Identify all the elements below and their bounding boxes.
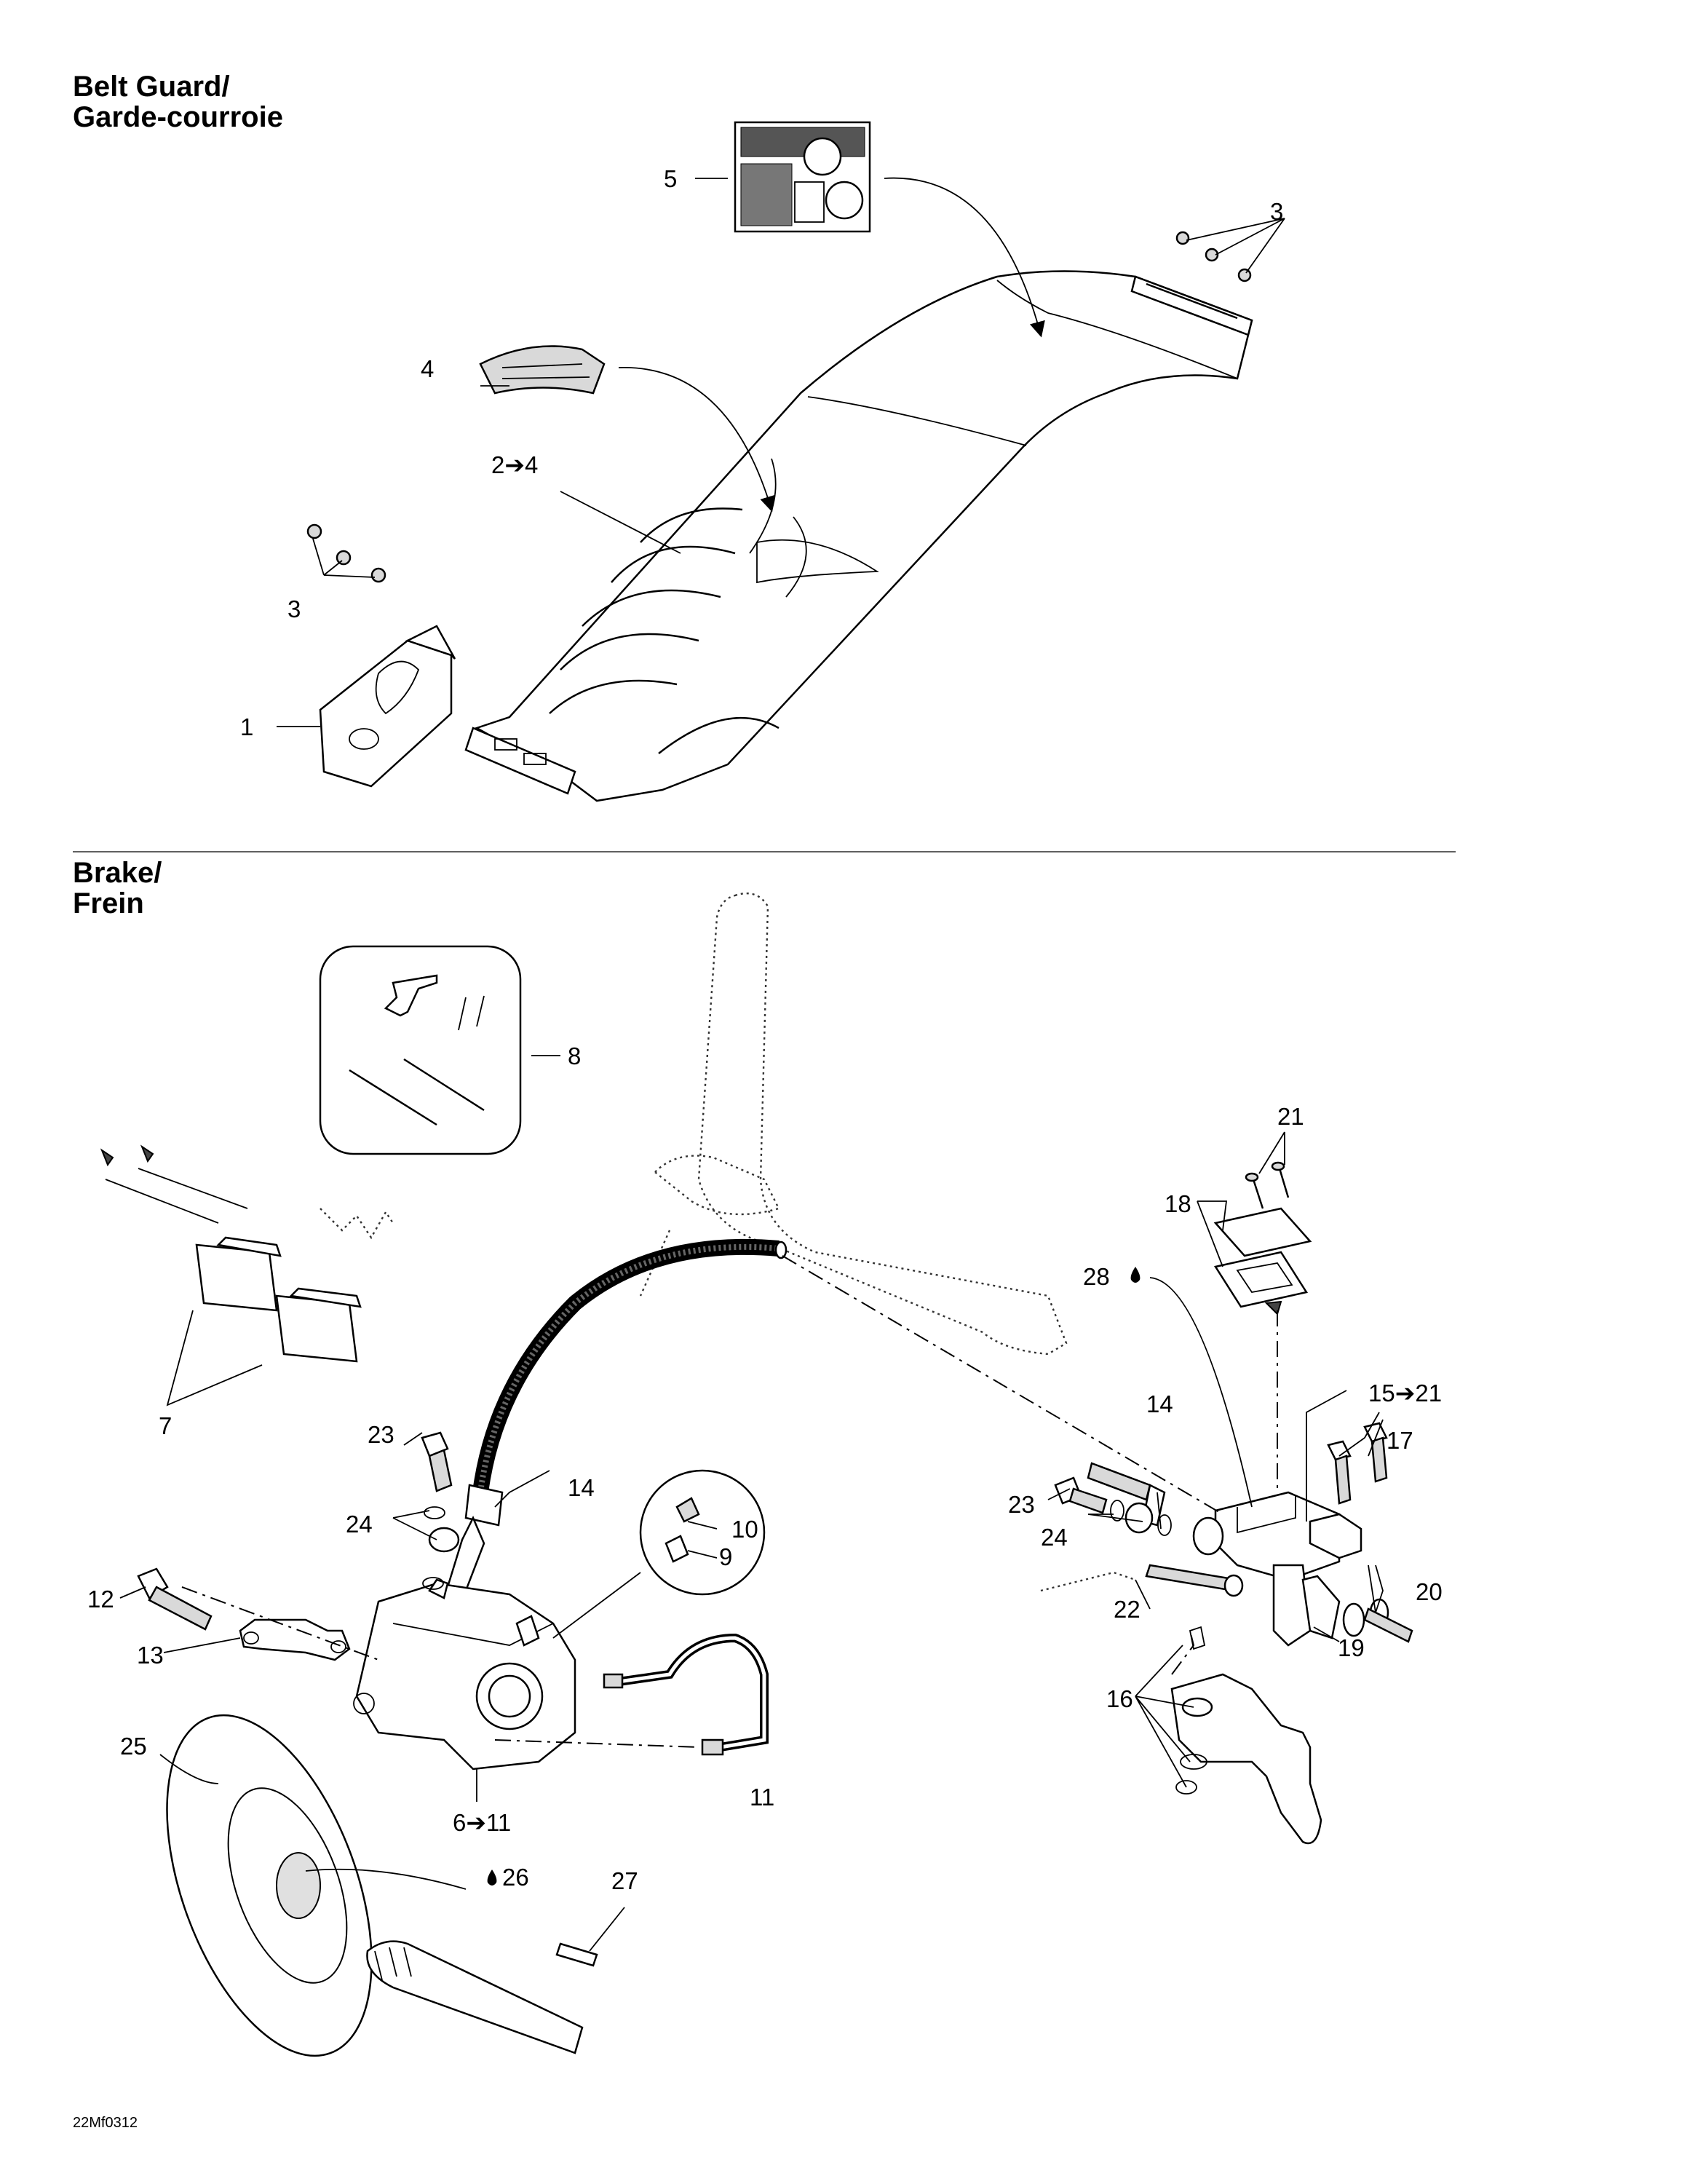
callout-2-4: 2➔4 bbox=[491, 451, 538, 478]
brake-hose-part-14 bbox=[446, 1238, 788, 1592]
screws-part-17 bbox=[1327, 1422, 1388, 1505]
nuts-part-3-left bbox=[306, 523, 386, 583]
callout-7: 7 bbox=[159, 1412, 172, 1439]
callout-22: 22 bbox=[1114, 1596, 1140, 1623]
belt-guard-leaders bbox=[277, 177, 1285, 727]
callout-6-11: 6➔11 bbox=[453, 1809, 511, 1836]
callout-19: 19 bbox=[1338, 1634, 1365, 1661]
callout-12: 12 bbox=[87, 1586, 114, 1613]
callout-labels: 1 2➔4 3 3 4 5 6➔11 7 8 9 10 11 12 13 14 … bbox=[87, 165, 1443, 1894]
callout-28: 28 bbox=[1083, 1263, 1110, 1290]
brake-leaders bbox=[119, 1055, 1384, 1952]
belt-guard-title: Belt Guard/ Garde-courroie bbox=[73, 71, 283, 132]
drop-icon-26 bbox=[487, 1870, 497, 1886]
screws-part-21 bbox=[1245, 1161, 1290, 1209]
callout-10: 10 bbox=[731, 1516, 758, 1543]
callout-25: 25 bbox=[120, 1733, 147, 1760]
callout-5: 5 bbox=[664, 165, 677, 192]
callout-24-right: 24 bbox=[1041, 1524, 1068, 1551]
callout-14-left: 14 bbox=[568, 1474, 595, 1501]
callout-27: 27 bbox=[611, 1867, 638, 1894]
brake-line-part-11 bbox=[603, 1633, 769, 1756]
callout-15-21: 15➔21 bbox=[1368, 1380, 1442, 1406]
inset-bleeder-parts bbox=[552, 1469, 766, 1639]
brake-title-line1: Brake/ bbox=[73, 857, 162, 889]
callout-14-right: 14 bbox=[1146, 1390, 1173, 1417]
key-part-27 bbox=[555, 1942, 598, 1967]
banjo-bolt-part-23-left bbox=[421, 1431, 460, 1590]
guard-bracket-part-1 bbox=[319, 625, 456, 788]
brake-pads-part-7 bbox=[195, 1236, 362, 1363]
drawing-code: 22Mf0312 bbox=[73, 2115, 138, 2131]
brake-caliper-part-6 bbox=[353, 1578, 576, 1770]
callout-24-left: 24 bbox=[346, 1511, 373, 1538]
callout-26: 26 bbox=[502, 1864, 529, 1891]
callout-20: 20 bbox=[1416, 1578, 1443, 1605]
callout-21: 21 bbox=[1277, 1103, 1304, 1130]
bolt-part-12 bbox=[137, 1567, 213, 1631]
banjo-bolt-part-23-right bbox=[1054, 1476, 1172, 1536]
callout-4: 4 bbox=[421, 355, 434, 382]
callout-8: 8 bbox=[568, 1042, 581, 1069]
brake-title: Brake/ Frein bbox=[73, 858, 162, 919]
inset-kit-part-8 bbox=[319, 945, 522, 1155]
drop-icon-28 bbox=[1130, 1267, 1140, 1283]
callout-16: 16 bbox=[1106, 1685, 1133, 1712]
pins-springs-left bbox=[100, 1144, 394, 1240]
belt-guard-cover bbox=[464, 270, 1253, 802]
callout-9: 9 bbox=[719, 1543, 732, 1570]
brake-title-line2: Frein bbox=[73, 887, 144, 919]
pivot-parts-part-20 bbox=[1342, 1598, 1413, 1643]
decal-part-4 bbox=[479, 345, 606, 395]
callout-13: 13 bbox=[137, 1642, 164, 1669]
callout-3-left: 3 bbox=[287, 596, 301, 622]
pushrod-part-22 bbox=[1040, 1564, 1244, 1597]
label-part-5 bbox=[734, 121, 871, 233]
callout-3-right: 3 bbox=[1270, 198, 1283, 225]
lubricant-drop-icons bbox=[487, 1267, 1140, 1886]
master-cylinder-part-15 bbox=[1192, 1310, 1341, 1647]
belt-guard-title-line1: Belt Guard/ bbox=[73, 71, 230, 103]
callout-11: 11 bbox=[750, 1784, 774, 1811]
callout-18: 18 bbox=[1165, 1190, 1191, 1217]
callout-1: 1 bbox=[240, 713, 253, 740]
reservoir-cover-part-18 bbox=[1213, 1207, 1312, 1315]
handlebar-outline bbox=[639, 892, 1068, 1356]
callout-23-left: 23 bbox=[368, 1421, 394, 1448]
callout-17: 17 bbox=[1387, 1427, 1413, 1454]
brake-lever-part-16 bbox=[1170, 1626, 1322, 1845]
brake-disc-part-25 bbox=[166, 1714, 373, 2057]
clamp-part-19 bbox=[1301, 1513, 1362, 1639]
shaft bbox=[366, 1940, 584, 2054]
callout-23-right: 23 bbox=[1008, 1491, 1035, 1518]
nuts-part-3-right bbox=[1175, 231, 1252, 282]
bracket-part-13 bbox=[239, 1618, 351, 1661]
belt-guard-title-line2: Garde-courroie bbox=[73, 101, 283, 133]
